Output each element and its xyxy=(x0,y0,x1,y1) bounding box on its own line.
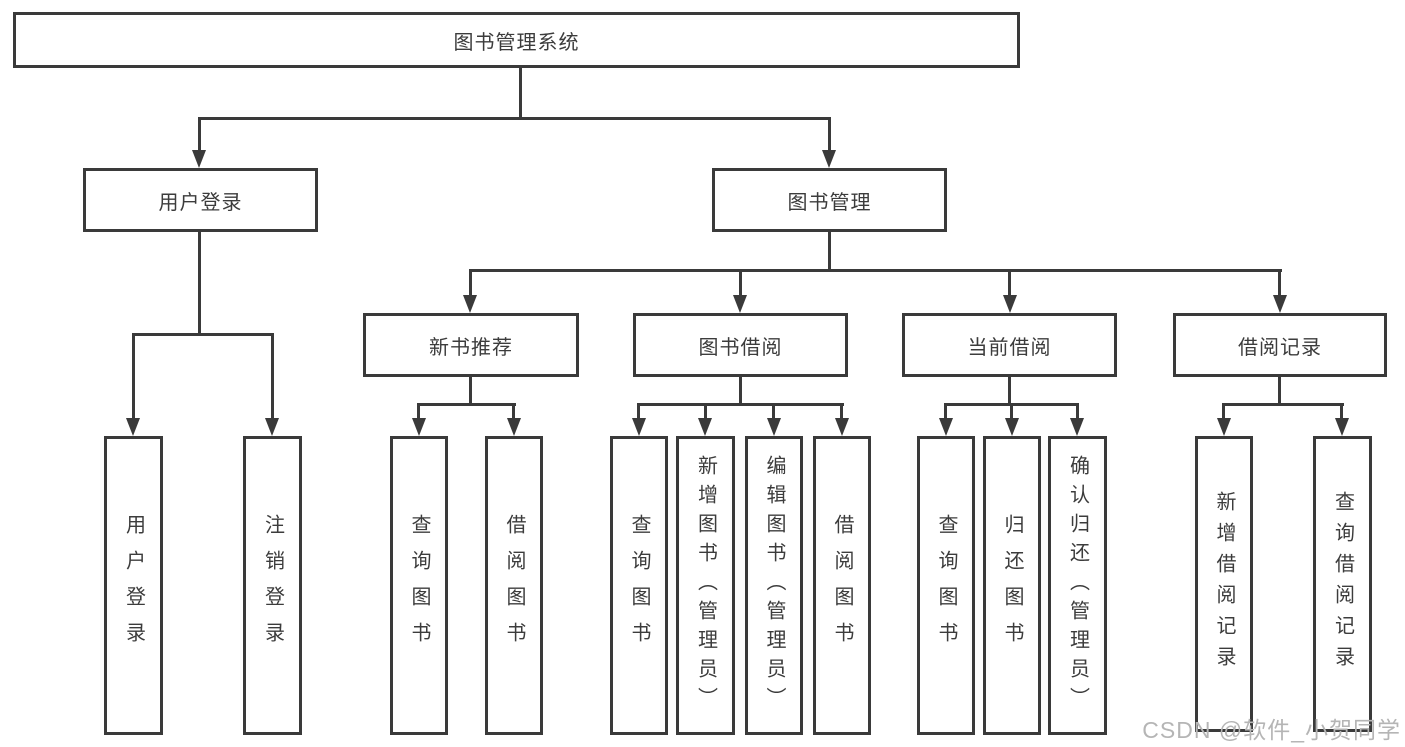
leaf-borrow-book-2: 借阅图书 xyxy=(813,436,871,735)
leaf-edit-book-admin-label: 编辑图书（管理员） xyxy=(763,455,785,716)
arrowhead-leaf-return-book xyxy=(1005,418,1019,436)
connector-to-book-borrow xyxy=(739,269,742,297)
arrowhead-leaf-add-book xyxy=(698,418,712,436)
leaf-query-book-3: 查询图书 xyxy=(917,436,975,735)
connector-new-book-stem xyxy=(469,377,472,405)
node-new-book-recommend: 新书推荐 xyxy=(363,313,579,377)
connector-to-leaf-query-record xyxy=(1340,403,1343,420)
leaf-add-borrow-record-label: 新增借阅记录 xyxy=(1213,491,1235,677)
leaf-query-book-2: 查询图书 xyxy=(610,436,668,735)
watermark: CSDN @软件_小贺同学 xyxy=(1142,717,1401,743)
leaf-confirm-return-admin-label: 确认归还（管理员） xyxy=(1066,455,1089,716)
leaf-user-login-label: 用户登录 xyxy=(122,513,145,658)
arrowhead-book-management xyxy=(822,150,836,168)
leaf-add-borrow-record: 新增借阅记录 xyxy=(1195,436,1253,732)
node-new-book-recommend-label: 新书推荐 xyxy=(429,336,513,359)
leaf-logout: 注销登录 xyxy=(243,436,302,735)
arrowhead-leaf-logout xyxy=(265,418,279,436)
leaf-query-borrow-record: 查询借阅记录 xyxy=(1313,436,1372,732)
connector-root-stem xyxy=(519,68,522,119)
connector-book-borrow-rail xyxy=(637,403,844,406)
arrowhead-leaf-add-record xyxy=(1217,418,1231,436)
connector-to-leaf-logout xyxy=(271,333,274,420)
leaf-query-book-1: 查询图书 xyxy=(390,436,448,735)
arrowhead-leaf-query-book-2 xyxy=(632,418,646,436)
connector-to-borrow-record xyxy=(1278,269,1281,297)
arrowhead-leaf-confirm-return xyxy=(1070,418,1084,436)
leaf-add-book-admin-label: 新增图书（管理员） xyxy=(694,455,717,716)
node-root: 图书管理系统 xyxy=(13,12,1020,68)
node-book-borrow: 图书借阅 xyxy=(633,313,848,377)
arrowhead-leaf-borrow-book-1 xyxy=(507,418,521,436)
node-user-login: 用户登录 xyxy=(83,168,318,232)
arrowhead-new-book-recommend xyxy=(463,295,477,313)
leaf-return-book-label: 归还图书 xyxy=(1001,513,1023,658)
node-current-borrow: 当前借阅 xyxy=(902,313,1117,377)
connector-to-leaf-query-book-2 xyxy=(637,403,640,420)
leaf-confirm-return-admin: 确认归还（管理员） xyxy=(1048,436,1107,735)
node-current-borrow-label: 当前借阅 xyxy=(967,336,1052,359)
connector-to-leaf-user-login xyxy=(132,333,135,420)
leaf-query-borrow-record-label: 查询借阅记录 xyxy=(1331,491,1354,677)
connector-current-borrow-stem xyxy=(1008,377,1011,405)
arrowhead-leaf-user-login xyxy=(126,418,140,436)
connector-new-book-rail xyxy=(417,403,516,406)
leaf-edit-book-admin: 编辑图书（管理员） xyxy=(745,436,803,735)
leaf-borrow-book-2-label: 借阅图书 xyxy=(831,513,853,658)
connector-to-current-borrow xyxy=(1008,269,1011,297)
arrowhead-leaf-query-book-3 xyxy=(939,418,953,436)
arrowhead-current-borrow xyxy=(1003,295,1017,313)
arrowhead-user-login xyxy=(192,150,206,168)
connector-to-leaf-add-record xyxy=(1222,403,1225,420)
connector-to-leaf-borrow-book-2 xyxy=(840,403,843,420)
node-book-management-label: 图书管理 xyxy=(787,191,872,214)
arrowhead-leaf-edit-book xyxy=(767,418,781,436)
connector-root-rail xyxy=(198,117,831,120)
connector-root-to-book-management xyxy=(828,117,831,152)
connector-to-leaf-add-book xyxy=(704,403,707,420)
node-book-management: 图书管理 xyxy=(712,168,947,232)
connector-level3-rail xyxy=(469,269,1282,272)
connector-to-leaf-query-book-1 xyxy=(417,403,420,420)
leaf-query-book-3-label: 查询图书 xyxy=(935,513,957,658)
connector-book-management-stem xyxy=(828,232,831,272)
arrowhead-leaf-borrow-book-2 xyxy=(835,418,849,436)
connector-user-login-rail xyxy=(132,333,274,336)
node-borrow-record: 借阅记录 xyxy=(1173,313,1387,377)
connector-to-leaf-confirm-return xyxy=(1076,403,1079,420)
connector-borrow-record-rail xyxy=(1222,403,1344,406)
connector-to-leaf-borrow-book-1 xyxy=(512,403,515,420)
leaf-logout-label: 注销登录 xyxy=(261,513,284,658)
connector-root-to-user-login xyxy=(198,117,201,152)
connector-borrow-record-stem xyxy=(1278,377,1281,405)
connector-to-leaf-edit-book xyxy=(772,403,775,420)
connector-to-leaf-query-book-3 xyxy=(944,403,947,420)
arrowhead-leaf-query-book-1 xyxy=(412,418,426,436)
arrowhead-borrow-record xyxy=(1273,295,1287,313)
node-book-borrow-label: 图书借阅 xyxy=(698,336,783,359)
arrowhead-leaf-query-record xyxy=(1335,418,1349,436)
connector-user-login-stem xyxy=(198,232,201,336)
connector-book-borrow-stem xyxy=(739,377,742,405)
leaf-borrow-book-1: 借阅图书 xyxy=(485,436,543,735)
connector-to-new-book-recommend xyxy=(469,269,472,297)
node-user-login-label: 用户登录 xyxy=(158,191,243,214)
leaf-user-login: 用户登录 xyxy=(104,436,163,735)
node-root-label: 图书管理系统 xyxy=(453,31,580,54)
connector-to-leaf-return-book xyxy=(1010,403,1013,420)
leaf-add-book-admin: 新增图书（管理员） xyxy=(676,436,735,735)
node-borrow-record-label: 借阅记录 xyxy=(1238,336,1322,359)
leaf-borrow-book-1-label: 借阅图书 xyxy=(503,513,525,658)
leaf-query-book-2-label: 查询图书 xyxy=(628,513,650,658)
leaf-return-book: 归还图书 xyxy=(983,436,1041,735)
leaf-query-book-1-label: 查询图书 xyxy=(408,513,430,658)
arrowhead-book-borrow xyxy=(733,295,747,313)
